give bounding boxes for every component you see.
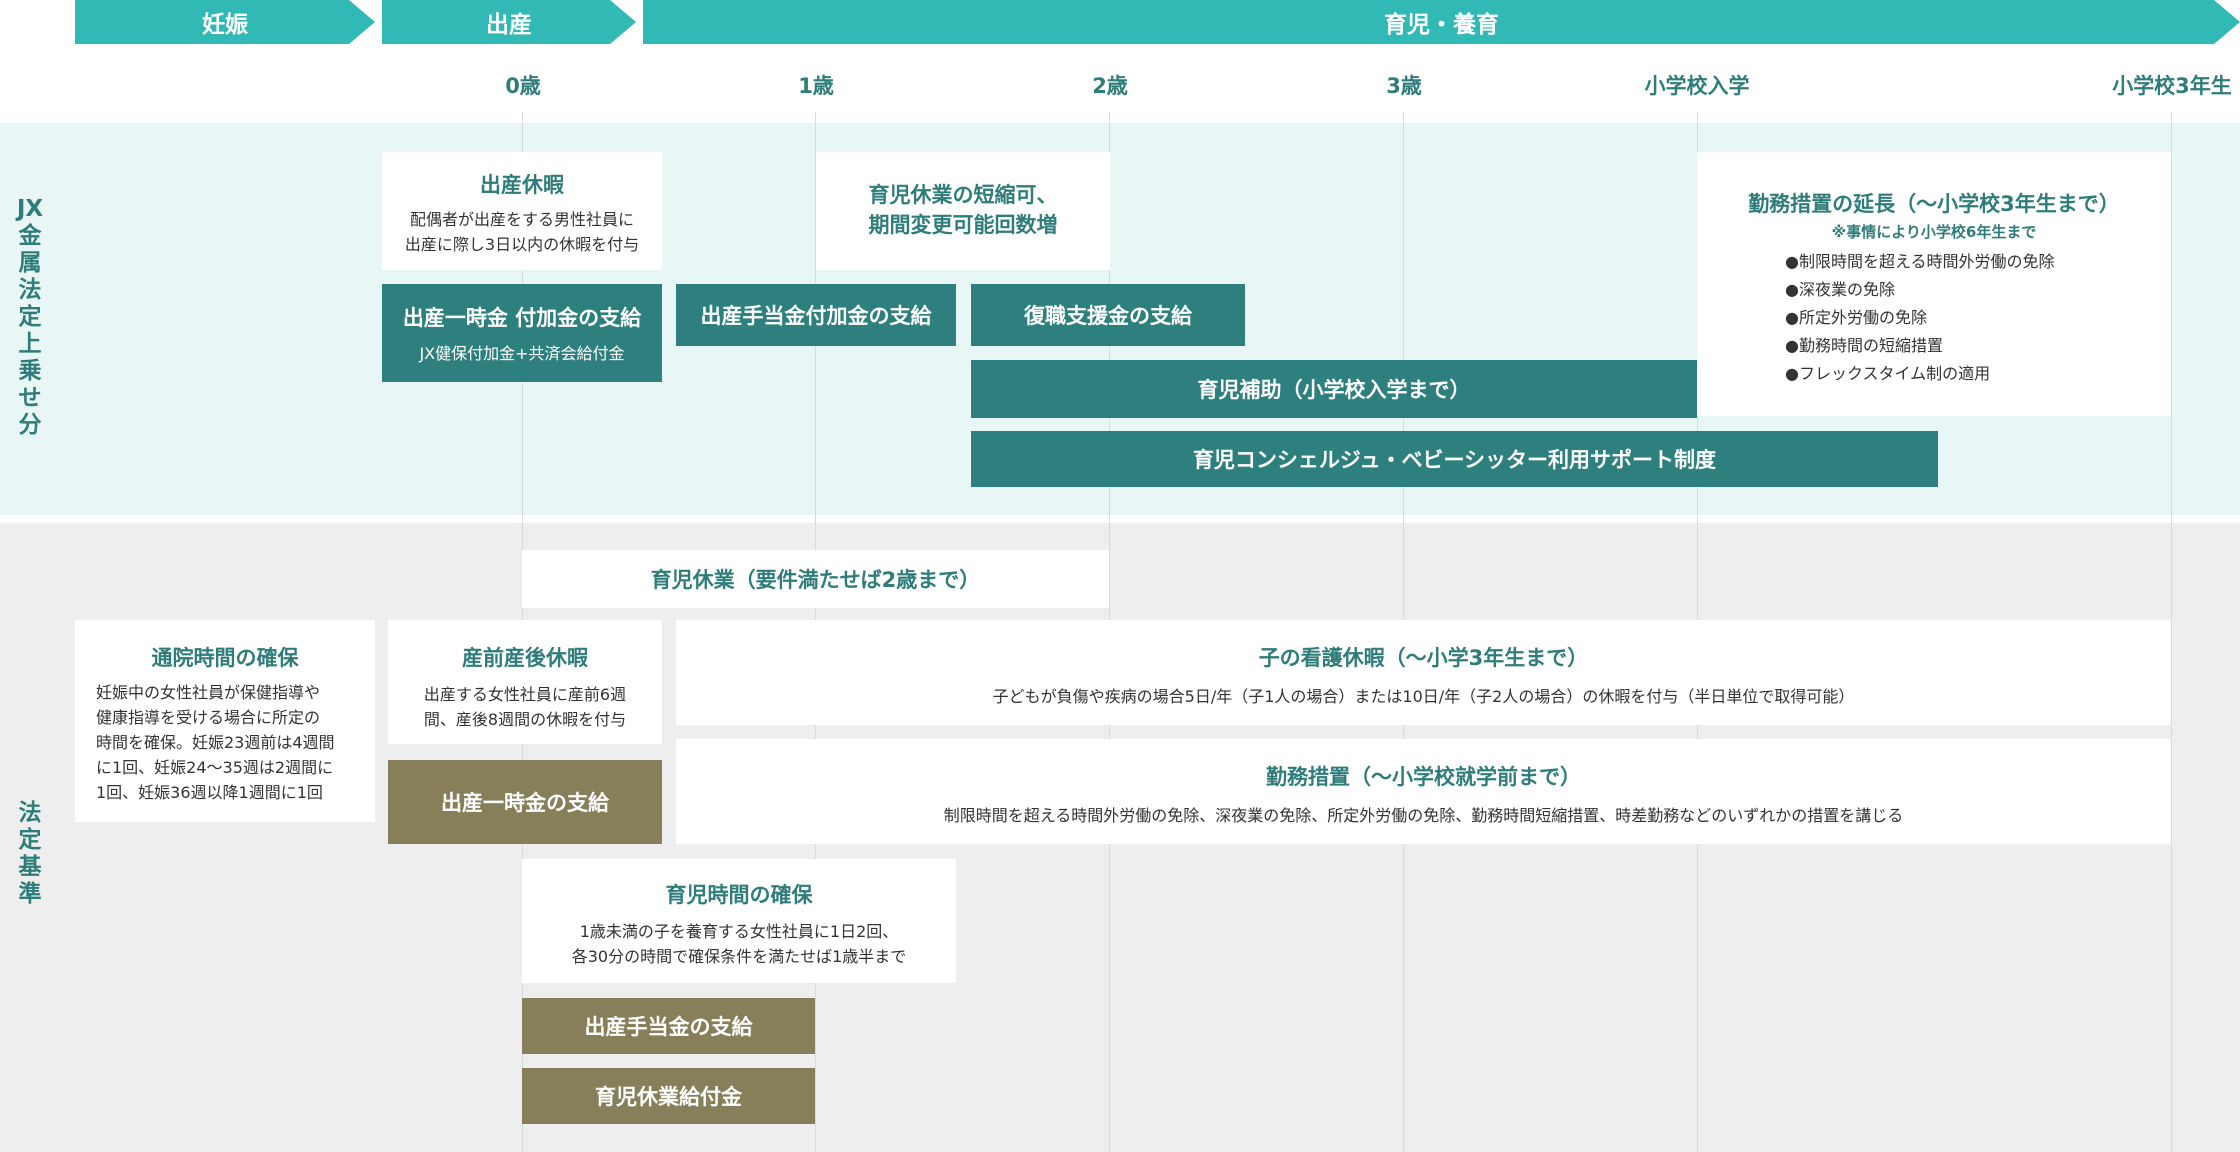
section-top-char: 分: [18, 412, 42, 438]
section-label-top: JX 金 属 法 定 上 乗 せ 分: [0, 196, 60, 439]
childcare-leave-title: 育児休業（要件満たせば2歳まで）: [650, 568, 981, 592]
work-measures-desc: 制限時間を超える時間外労働の免除、深夜業の免除、所定外労働の免除、勤務時間短縮措…: [943, 806, 1904, 825]
section-top-char: 法: [18, 277, 42, 303]
childcare-shorten-card: 育児休業の短縮可、 期間変更可能回数増: [816, 152, 1110, 270]
age-label-elementary: 小学校入学: [1644, 74, 1750, 98]
birth-lump-addition-sub: JX健保付加金+共済会給付金: [419, 344, 625, 363]
prepost-leave-line: 出産する女性社員に産前6週: [423, 685, 627, 704]
birth-lump-bar: 出産一時金の支給: [388, 760, 662, 844]
phase-birth-label: 出産: [486, 12, 532, 38]
age-label-2: 2歳: [1092, 74, 1128, 98]
birth-lump-addition-bar: 出産一時金 付加金の支給 JX健保付加金+共済会給付金: [382, 284, 662, 382]
childcare-benefit-label: 育児休業給付金: [595, 1085, 742, 1109]
age-label-3: 3歳: [1386, 74, 1422, 98]
age-label-grade3: 小学校3年生: [2112, 74, 2232, 98]
work-extension-title: 勤務措置の延長（〜小学校3年生まで）: [1748, 192, 2120, 216]
age-line-grade3: [2171, 112, 2172, 1152]
phase-birth: 出産: [382, 0, 636, 44]
childcare-aid-label: 育児補助（小学校入学まで）: [1197, 378, 1471, 402]
phase-pregnancy: 妊娠: [75, 0, 375, 44]
maternity-leave-line: 出産に際し3日以内の休暇を付与: [404, 235, 640, 254]
hospital-time-line: に1回、妊娠24〜35週は2週間に: [96, 758, 334, 777]
prepost-leave-title: 産前産後休暇: [462, 646, 588, 670]
section-top-char: 金: [18, 223, 42, 249]
birth-allowance-label: 出産手当金の支給: [584, 1015, 753, 1039]
childcare-shorten-line: 育児休業の短縮可、: [868, 183, 1058, 207]
birth-lump-label: 出産一時金の支給: [441, 791, 609, 815]
childcare-time-card: 育児時間の確保 1歳未満の子を養育する女性社員に1日2回、 各30分の時間で確保…: [522, 859, 956, 983]
section-bottom-char: 定: [18, 827, 42, 853]
hospital-time-line: 1回、妊娠36週以降1週間に1回: [96, 783, 323, 802]
return-support-bar: 復職支援金の支給: [971, 284, 1245, 346]
section-top-char: 定: [18, 304, 42, 330]
section-bottom-char: 基: [18, 854, 42, 880]
hospital-time-line: 健康指導を受ける場合に所定の: [96, 708, 321, 727]
return-support-label: 復職支援金の支給: [1024, 304, 1192, 328]
birth-allowance-bar: 出産手当金の支給: [522, 998, 815, 1054]
section-top-char: 属: [18, 250, 42, 276]
section-bottom-char: 法: [18, 800, 42, 826]
work-extension-list: ●制限時間を超える時間外労働の免除 ●深夜業の免除 ●所定外労働の免除 ●勤務時…: [1785, 248, 2171, 388]
work-extension-item: ●フレックスタイム制の適用: [1785, 364, 1991, 383]
section-label-bottom: 法 定 基 準: [0, 800, 60, 908]
section-top-char: JX: [16, 196, 44, 222]
phase-pregnancy-label: 妊娠: [202, 12, 248, 38]
childcare-time-title: 育児時間の確保: [665, 883, 813, 907]
section-top-char: 上: [18, 331, 42, 357]
work-measures-title: 勤務措置（〜小学校就学前まで）: [1266, 765, 1581, 789]
work-extension-item: ●制限時間を超える時間外労働の免除: [1785, 252, 2055, 271]
sick-child-leave-title: 子の看護休暇（〜小学3年生まで）: [1258, 646, 1589, 670]
hospital-time-body: 妊娠中の女性社員が保健指導や 健康指導を受ける場合に所定の 時間を確保。妊娠23…: [75, 680, 375, 805]
hospital-time-title: 通院時間の確保: [151, 646, 299, 670]
age-label-0: 0歳: [505, 74, 541, 98]
birth-allowance-addition-bar: 出産手当金付加金の支給: [676, 284, 956, 346]
childcare-time-line: 1歳未満の子を養育する女性社員に1日2回、: [579, 922, 899, 941]
concierge-label: 育児コンシェルジュ・ベビーシッター利用サポート制度: [1192, 448, 1717, 472]
childcare-aid-bar: 育児補助（小学校入学まで）: [971, 360, 1697, 418]
sick-child-leave-card: 子の看護休暇（〜小学3年生まで） 子どもが負傷や疾病の場合5日/年（子1人の場合…: [676, 620, 2171, 725]
maternity-leave-line: 配偶者が出産をする男性社員に: [409, 210, 634, 229]
childcare-benefit-bar: 育児休業給付金: [522, 1068, 815, 1124]
phase-childcare: 育児・養育: [643, 0, 2240, 44]
work-extension-card: 勤務措置の延長（〜小学校3年生まで） ※事情により小学校6年生まで ●制限時間を…: [1697, 152, 2171, 416]
section-top-char: せ: [18, 385, 42, 411]
work-extension-note: ※事情により小学校6年生まで: [1831, 223, 2037, 241]
hospital-time-card: 通院時間の確保 妊娠中の女性社員が保健指導や 健康指導を受ける場合に所定の 時間…: [75, 620, 375, 822]
maternity-leave-card: 出産休暇 配偶者が出産をする男性社員に 出産に際し3日以内の休暇を付与: [382, 152, 662, 270]
work-extension-item: ●所定外労働の免除: [1785, 308, 1927, 327]
section-top-char: 乗: [18, 358, 42, 384]
birth-lump-addition-title: 出産一時金 付加金の支給: [402, 306, 642, 330]
hospital-time-line: 妊娠中の女性社員が保健指導や: [96, 683, 321, 702]
age-label-1: 1歳: [798, 74, 834, 98]
section-bottom-char: 準: [18, 881, 42, 907]
phase-childcare-label: 育児・養育: [1384, 12, 1499, 38]
prepost-leave-line: 間、産後8週間の休暇を付与: [423, 710, 627, 729]
childcare-leave-card: 育児休業（要件満たせば2歳まで）: [522, 550, 1109, 608]
work-extension-item: ●深夜業の免除: [1785, 280, 1895, 299]
prepost-leave-card: 産前産後休暇 出産する女性社員に産前6週 間、産後8週間の休暇を付与: [388, 620, 662, 744]
birth-allowance-addition-label: 出産手当金付加金の支給: [700, 304, 932, 328]
work-extension-item: ●勤務時間の短縮措置: [1785, 336, 1943, 355]
maternity-leave-title: 出産休暇: [480, 173, 564, 197]
childcare-shorten-line: 期間変更可能回数増: [868, 213, 1058, 237]
concierge-bar: 育児コンシェルジュ・ベビーシッター利用サポート制度: [971, 431, 1938, 487]
childcare-time-line: 各30分の時間で確保条件を満たせば1歳半まで: [571, 947, 907, 966]
hospital-time-line: 時間を確保。妊娠23週前は4週間: [96, 733, 335, 752]
work-measures-card: 勤務措置（〜小学校就学前まで） 制限時間を超える時間外労働の免除、深夜業の免除、…: [676, 739, 2171, 844]
sick-child-leave-desc: 子どもが負傷や疾病の場合5日/年（子1人の場合）または10日/年（子2人の場合）…: [992, 687, 1855, 706]
